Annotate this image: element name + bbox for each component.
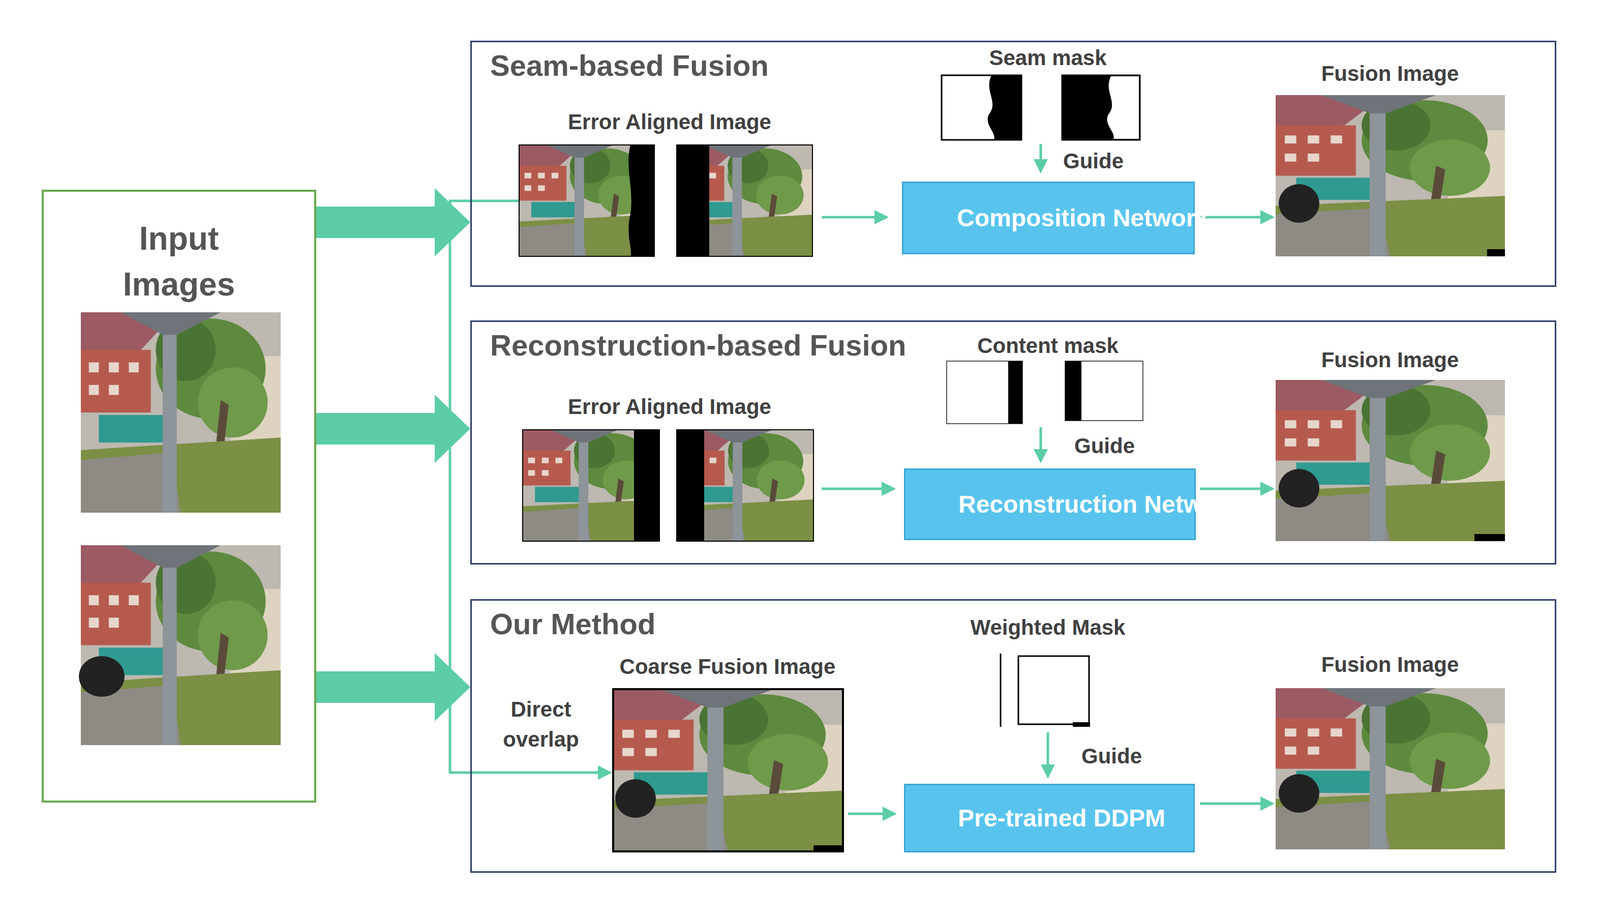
content-mask-region [1008,360,1023,424]
weighted-mask-frame [1018,655,1090,724]
method-panel: Our MethodPre-trained DDPM [470,598,1557,873]
photo-motorbike [1278,468,1320,508]
block-arrow [316,394,471,463]
empty-region [813,844,843,852]
empty-region [634,429,660,541]
input-photo [80,312,281,513]
input-panel: Input Images [41,189,317,803]
image-label: Error Aligned Image [567,107,772,138]
network-box: Composition Network [901,181,1195,255]
error-aligned-photo [519,144,655,257]
weighted-mask [999,653,1091,727]
fusion-photo [1275,379,1505,541]
empty-region [628,144,655,257]
empty-region [676,429,705,541]
content-mask-region [1065,360,1082,421]
photo-frame [519,144,655,257]
panel-title: Our Method [490,606,656,642]
empty-region [1487,249,1505,257]
image-label: Guide [1063,146,1124,177]
error-aligned-photo [522,429,660,541]
routing-line [448,199,520,203]
photo-motorbike [1278,773,1320,813]
block-arrow [316,188,471,257]
image-label: Direct overlap [495,694,587,755]
input-photo [80,545,281,745]
fusion-photo [1275,95,1505,257]
weighted-mask-line [1000,653,1002,727]
content-mask [1065,360,1143,421]
image-label: Coarse Fusion Image [619,651,836,682]
weighted-mask-line [1072,721,1091,727]
error-aligned-photo [676,429,814,541]
empty-region [676,144,710,257]
seam-mask-region [1107,76,1139,139]
panel-title: Reconstruction-based Fusion [490,327,907,364]
image-label: Seam mask [988,43,1107,74]
flow-arrow [1199,216,1273,219]
seam-mask-region [987,75,1022,140]
image-label: Guide [1081,741,1142,772]
photo-motorbike [1278,184,1320,223]
flow-arrow [821,216,887,219]
image-label: Weighted Mask [970,612,1126,643]
photo-motorbike [78,655,125,697]
network-label: Pre-trained DDPM [957,800,1141,835]
panel-title: Seam-based Fusion [490,47,769,84]
photo-frame [522,429,660,541]
empty-region [1474,533,1505,541]
guide-arrow [1046,732,1050,777]
network-box: Pre-trained DDPM [903,783,1195,853]
image-label: Fusion Image [1321,345,1460,376]
photo-motorbike [615,778,656,818]
guide-arrow [1039,143,1043,172]
flow-arrow [1199,487,1273,491]
network-label: Reconstruction Network [958,487,1142,522]
seam-mask [1062,75,1140,140]
seam-mask [941,75,1022,140]
photo-frame [676,429,814,541]
image-label: Content mask [977,330,1119,361]
content-mask [946,360,1023,424]
block-arrow [316,652,471,721]
image-label: Error Aligned Image [567,391,772,422]
flow-arrow [848,812,895,815]
fusion-photo [1275,687,1505,850]
guide-arrow [1039,427,1043,462]
flow-arrow [821,487,894,491]
photo-frame [676,144,813,257]
image-label: Guide [1074,431,1135,462]
image-label: Fusion Image [1321,58,1460,89]
network-box: Reconstruction Network [903,468,1196,540]
network-label: Composition Network [956,200,1140,235]
image-label: Fusion Image [1321,649,1460,680]
input-title: Input Images [102,216,256,308]
flow-arrow [1199,802,1273,805]
photo-frame [613,688,843,852]
coarse-fusion-photo [613,688,843,852]
error-aligned-photo [676,144,813,257]
routing-arrow [448,771,611,774]
